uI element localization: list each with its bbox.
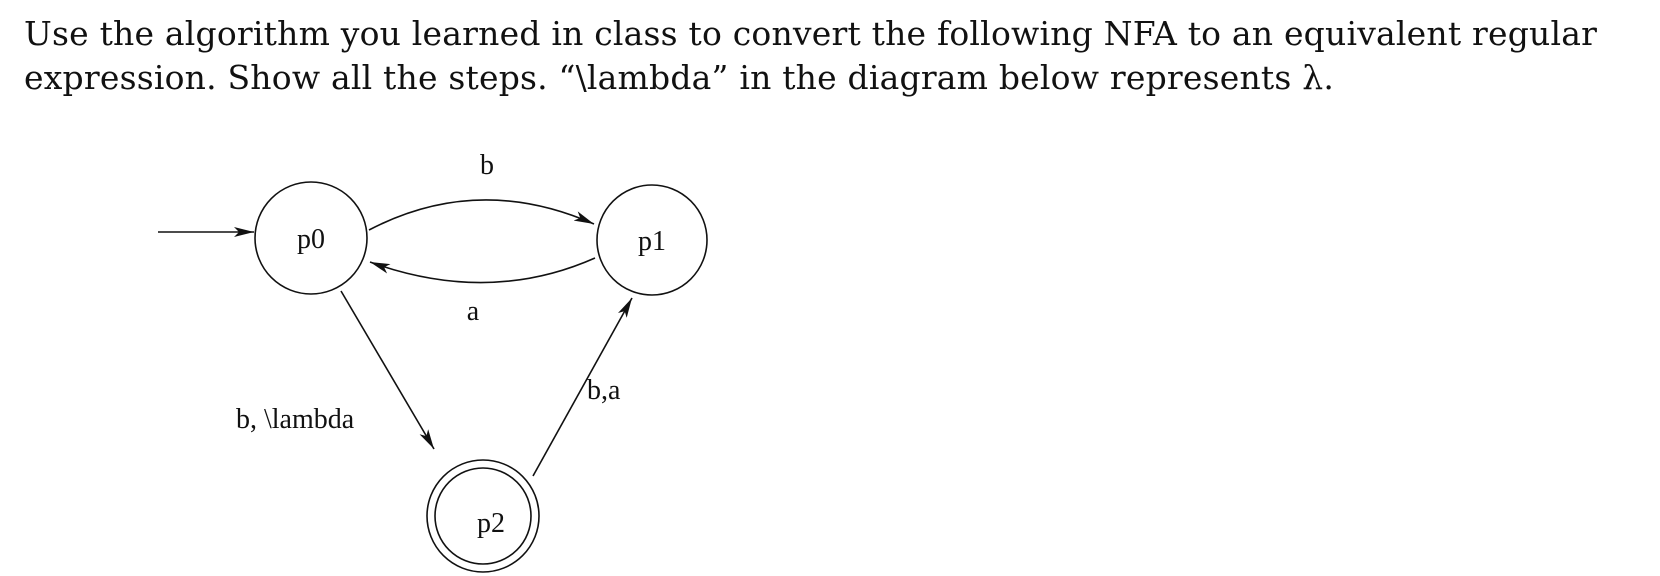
- transition-p0-p2: [340, 290, 435, 450]
- transition-label-p1-p0: a: [467, 296, 480, 327]
- state-label-p1: p1: [638, 226, 666, 257]
- transition-label-p0-p1: b: [480, 150, 494, 181]
- transition-label-p0-p2: b, \lambda: [236, 404, 355, 435]
- transition-p2-p1: [532, 297, 633, 477]
- state-label-p0: p0: [297, 224, 325, 255]
- transition-p0-p1: [368, 199, 595, 231]
- state-p2: p2: [426, 459, 540, 573]
- problem-line-2: expression. Show all the steps. “\lambda…: [24, 58, 1335, 97]
- transition-label-p2-p1: b,a: [587, 375, 621, 406]
- problem-line-1: Use the algorithm you learned in class t…: [24, 14, 1598, 53]
- state-p0: p0: [254, 181, 368, 295]
- problem-statement: Use the algorithm you learned in class t…: [24, 12, 1624, 100]
- accepting-ring: [434, 467, 532, 565]
- state-label-p2: p2: [477, 508, 505, 539]
- transition-p1-p0: [369, 257, 596, 284]
- state-p1: p1: [596, 184, 708, 296]
